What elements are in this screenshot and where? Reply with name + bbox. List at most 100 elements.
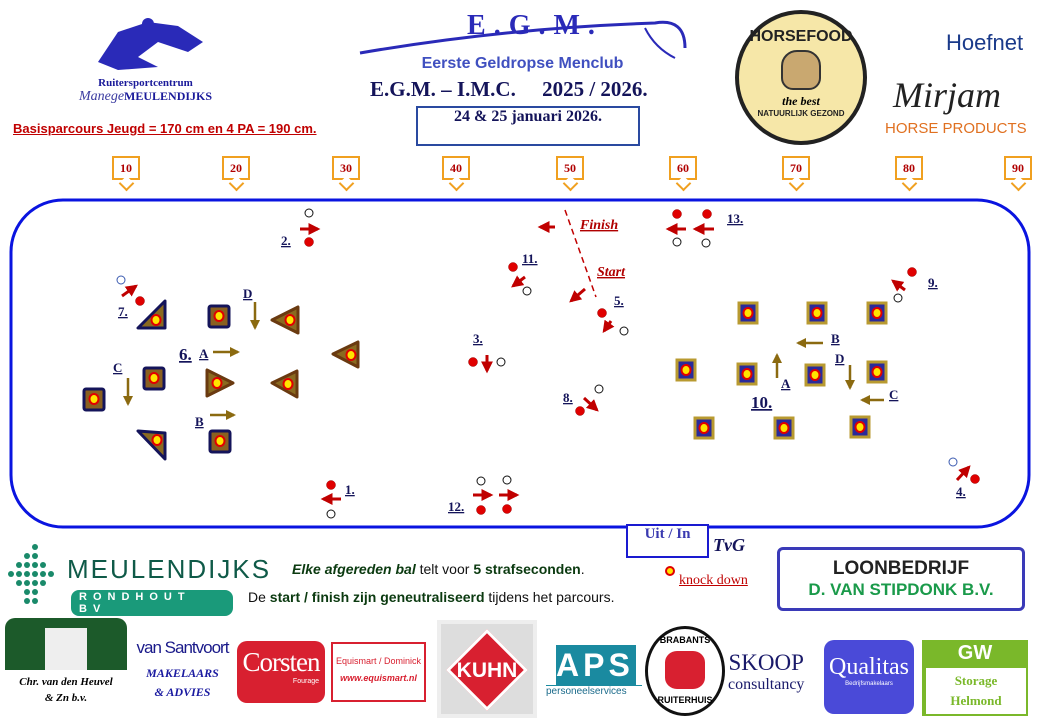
cone-ball-icon: [741, 368, 753, 380]
basis-text: Basisparcours Jeugd = 170 cm en 4 PA = 1…: [13, 121, 317, 136]
cone-ball-icon: [151, 434, 163, 446]
gate-10c-label: C: [889, 387, 898, 402]
cone-ball-icon: [88, 393, 100, 405]
kuhn-name: KUHN: [456, 659, 518, 682]
obstacle-11-label: 11.: [522, 251, 538, 266]
cone-ball-icon: [742, 307, 754, 319]
gate-10a-label: A: [781, 376, 791, 391]
obstacle-5-label: 5.: [614, 293, 624, 308]
brabants-bottom: RUITERHUIS: [657, 695, 713, 705]
kuhn-logo: KUHN: [437, 620, 537, 718]
obstacle-2-label: 2.: [281, 233, 291, 248]
ball-white: [619, 326, 629, 336]
cone-ball-icon: [698, 422, 710, 434]
ball-white: [502, 475, 512, 485]
santvoort-logo: van Santvoort MAKELAARS & ADVIES: [135, 620, 230, 700]
ball-white: [326, 509, 336, 519]
direction-arrow-icon: [121, 284, 138, 298]
rule-2-c: tijdens het parcours.: [484, 589, 615, 605]
page-title: E.G.M. – I.M.C. 2025 / 2026.: [370, 77, 648, 102]
cone-ball-icon: [282, 378, 294, 390]
rule-2-b: start / finish zijn geneutraliseerd: [269, 589, 485, 605]
direction-arrow-icon: [955, 465, 971, 482]
cone-ball-icon: [211, 377, 223, 389]
gate-10b-label: B: [831, 331, 840, 346]
cone-ball-icon: [871, 366, 883, 378]
heuvel-name: Chr. van den Heuvel: [19, 676, 113, 688]
distance-marker: 30: [332, 156, 360, 180]
obstacle-6-label: 6.: [179, 345, 192, 364]
horsefood-sub: NATUURLIJK GEZOND: [757, 109, 845, 118]
club-line2b: MEULENDIJKS: [124, 89, 213, 103]
cone-ball-icon: [148, 372, 160, 384]
distance-marker: 50: [556, 156, 584, 180]
gate-triangle-icon: [136, 429, 167, 461]
gate-6d-label: D: [243, 286, 252, 301]
ball-red: [468, 357, 478, 367]
distance-marker: 10: [112, 156, 140, 180]
equismart-name: Equismart / Dominick: [335, 656, 422, 666]
ball-white: [476, 476, 486, 486]
heuvel-sub: & Zn b.v.: [44, 692, 88, 704]
egm-logo-text: E.G.M.: [467, 10, 603, 41]
horse-head-icon: [665, 651, 705, 689]
obstacle-13-label: 13.: [727, 211, 743, 226]
gate-10d-label: D: [835, 351, 844, 366]
distance-marker: 40: [442, 156, 470, 180]
equismart-logo: Equismart / Dominick www.equismart.nl: [331, 642, 426, 702]
skoop-sub: consultancy: [728, 676, 805, 693]
ball-white: [304, 208, 314, 218]
cone-ball-icon: [811, 307, 823, 319]
loonbedrijf-sub: D. VAN STIPDONK B.V.: [808, 580, 994, 599]
egm-logo: E.G.M. Eerste Geldropse Menclub: [355, 8, 690, 74]
ball-blue: [116, 275, 126, 285]
hoefnet-logo: Hoefnet: [946, 30, 1024, 55]
rule-1: Elke afgereden bal telt voor 5 strafseco…: [292, 561, 585, 577]
brabants-ruiterhuis-logo: BRABANTS RUITERHUIS: [645, 626, 725, 716]
ball-red: [508, 262, 518, 272]
ball-white: [594, 384, 604, 394]
direction-arrow-icon: [602, 319, 615, 333]
uit-in-box: Uit / In: [626, 524, 709, 558]
ball-white: [672, 237, 682, 247]
direction-arrow-icon: [582, 396, 599, 412]
ball-white: [522, 286, 532, 296]
cone-ball-icon: [809, 369, 821, 381]
distance-marker: 80: [895, 156, 923, 180]
qualitas-logo: Qualitas Bedrijfsmakelaars: [824, 640, 914, 714]
ball-red: [326, 480, 336, 490]
ball-red: [672, 209, 682, 219]
ball-red: [575, 406, 585, 416]
brabants-top: BRABANTS: [659, 635, 711, 645]
direction-arrow-icon: [569, 287, 586, 303]
club-line1: Ruitersportcentrum: [98, 77, 193, 89]
ball-white: [893, 293, 903, 303]
meulendijks-logo: MEULENDIJKS RONDHOUT BV: [5, 542, 269, 616]
aps-name: APS: [556, 645, 636, 685]
corsten-name: Corsten: [242, 647, 321, 677]
ball-red: [907, 267, 917, 277]
skoop-logo: SKOOP consultancy: [728, 650, 804, 694]
gw-name: GW: [957, 642, 993, 664]
mirjam-logo: Mirjam: [893, 75, 1001, 115]
title-text: E.G.M. – I.M.C.: [370, 77, 516, 101]
gate-6b-label: B: [195, 414, 204, 429]
qualitas-name: Qualitas: [829, 654, 909, 680]
ball-white: [701, 238, 711, 248]
santvoort-sub1: MAKELAARS: [146, 666, 219, 680]
ball-red: [304, 237, 314, 247]
obstacle-3-label: 3.: [473, 331, 483, 346]
gw-helmond: Helmond: [950, 693, 1002, 708]
meulendijks-sub: RONDHOUT BV: [71, 590, 233, 616]
distance-marker: 90: [1004, 156, 1032, 180]
horsefood-title: HORSEFOOD: [749, 28, 853, 45]
horsefood-logo: HORSEFOOD the best NATUURLIJK GEZOND: [735, 10, 867, 145]
ball-red: [702, 209, 712, 219]
obstacle-10-label: 10.: [751, 393, 772, 412]
rule-1-a: Elke afgereden bal: [292, 561, 416, 577]
gate-6c-label: C: [113, 360, 122, 375]
start-finish-line: [564, 209, 597, 298]
season-text: 2025 / 2026.: [542, 77, 648, 101]
